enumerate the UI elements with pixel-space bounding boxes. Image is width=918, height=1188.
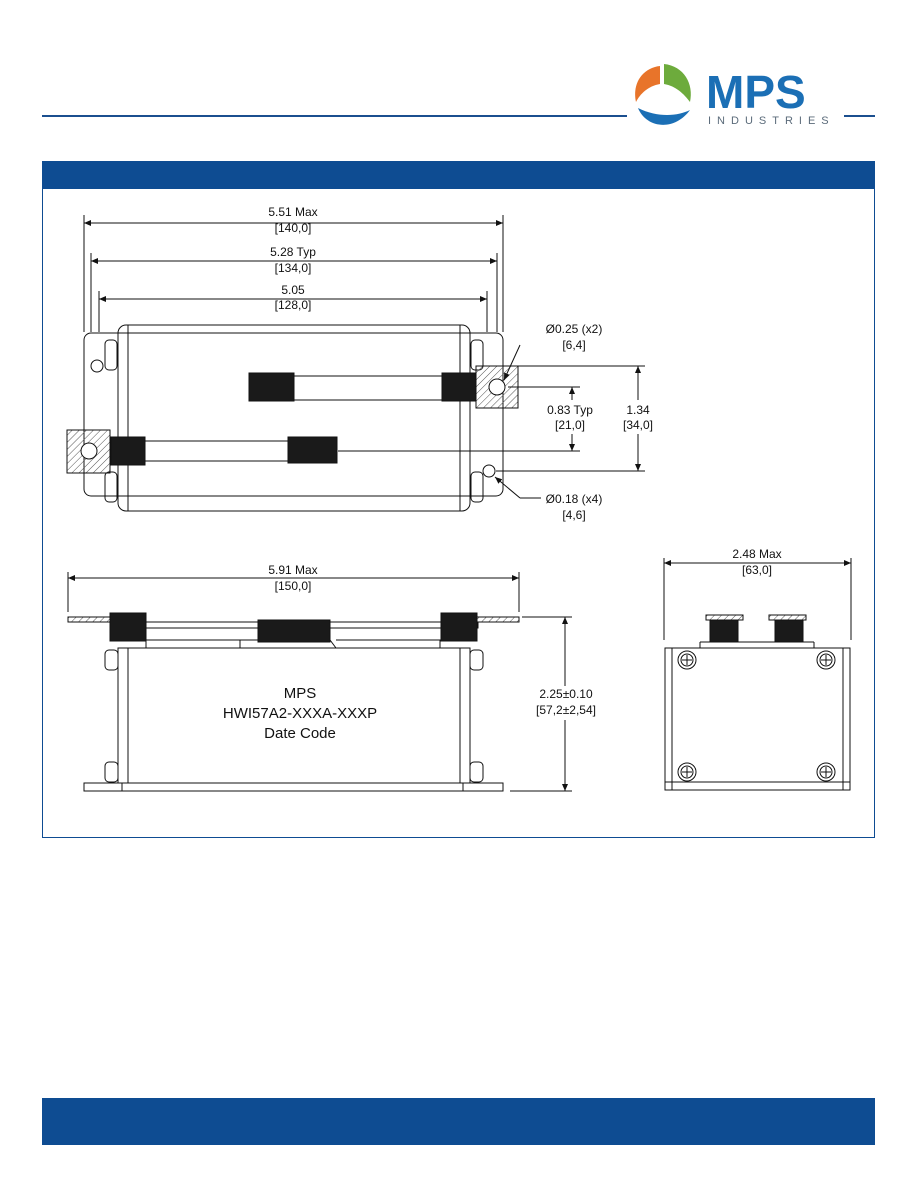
top-view (66, 215, 645, 512)
screw-icon (816, 650, 836, 670)
title-bar (42, 161, 875, 189)
dim-spacing-typ: 0.83 Typ (547, 403, 593, 417)
dim-side-overall-mm: [150,0] (275, 579, 312, 593)
hole-small-1 (90, 359, 104, 373)
swirl-icon (635, 64, 691, 125)
end-view (663, 558, 852, 791)
ferrite-core (248, 372, 295, 402)
dim-hole-small-mm: [4,6] (562, 508, 585, 522)
ferrite-core (287, 436, 338, 464)
hole-large-1 (488, 378, 506, 396)
enclosure-body (117, 324, 471, 512)
screw-icon (677, 762, 697, 782)
dim-hole-small: Ø0.18 (x4) (546, 492, 603, 506)
leader-large-hole (503, 344, 521, 381)
dim-side-height: 2.25±0.10 (539, 687, 593, 701)
screw-icon (816, 762, 836, 782)
dim-typ: 5.28 Typ (270, 245, 316, 259)
dim-spacing-typ-mm: [21,0] (555, 418, 585, 432)
screw-icon (677, 650, 697, 670)
dim-overall-max: 5.51 Max (268, 205, 317, 219)
dim-hole-large-mm: [6,4] (562, 338, 585, 352)
product-part-number: HWI57A2-XXXA-XXXP (223, 705, 377, 722)
header-rule-right (844, 115, 875, 117)
dim-end-width-mm: [63,0] (742, 563, 772, 577)
mps-logo: MPS INDUSTRIES (635, 64, 835, 127)
product-date-code: Date Code (264, 725, 336, 742)
product-brand: MPS (284, 685, 317, 702)
header-rule (42, 115, 627, 117)
dim-hole-large: Ø0.25 (x2) (546, 322, 603, 336)
side-view-labels: 5.91 Max [150,0] MPS HWI57A2-XXXA-XXXP D… (223, 563, 596, 742)
dim-overall-max-mm: [140,0] (275, 221, 312, 235)
logo-sub: INDUSTRIES (708, 115, 835, 127)
dim-inner-mm: [128,0] (275, 298, 312, 312)
ferrite-core (441, 372, 477, 402)
dim-side-height-mm: [57,2±2,54] (536, 703, 596, 717)
hole-small-2 (482, 464, 496, 478)
side-view (67, 572, 572, 792)
leader-small-hole (494, 476, 521, 499)
footer-bar (42, 1098, 875, 1145)
dim-height: 1.34 (626, 403, 650, 417)
dim-end-width: 2.48 Max (732, 547, 781, 561)
dim-inner: 5.05 (281, 283, 305, 297)
dim-typ-mm: [134,0] (275, 261, 312, 275)
dim-height-mm: [34,0] (623, 418, 653, 432)
top-view-labels: 5.51 Max [140,0] 5.28 Typ [134,0] 5.05 [… (268, 205, 653, 522)
mounting-plate (83, 332, 504, 497)
hole-large-2 (80, 442, 98, 460)
logo-brand: MPS (706, 66, 806, 118)
ferrite-core (110, 436, 146, 466)
end-view-labels: 2.48 Max [63,0] (732, 547, 781, 577)
dim-side-overall: 5.91 Max (268, 563, 317, 577)
